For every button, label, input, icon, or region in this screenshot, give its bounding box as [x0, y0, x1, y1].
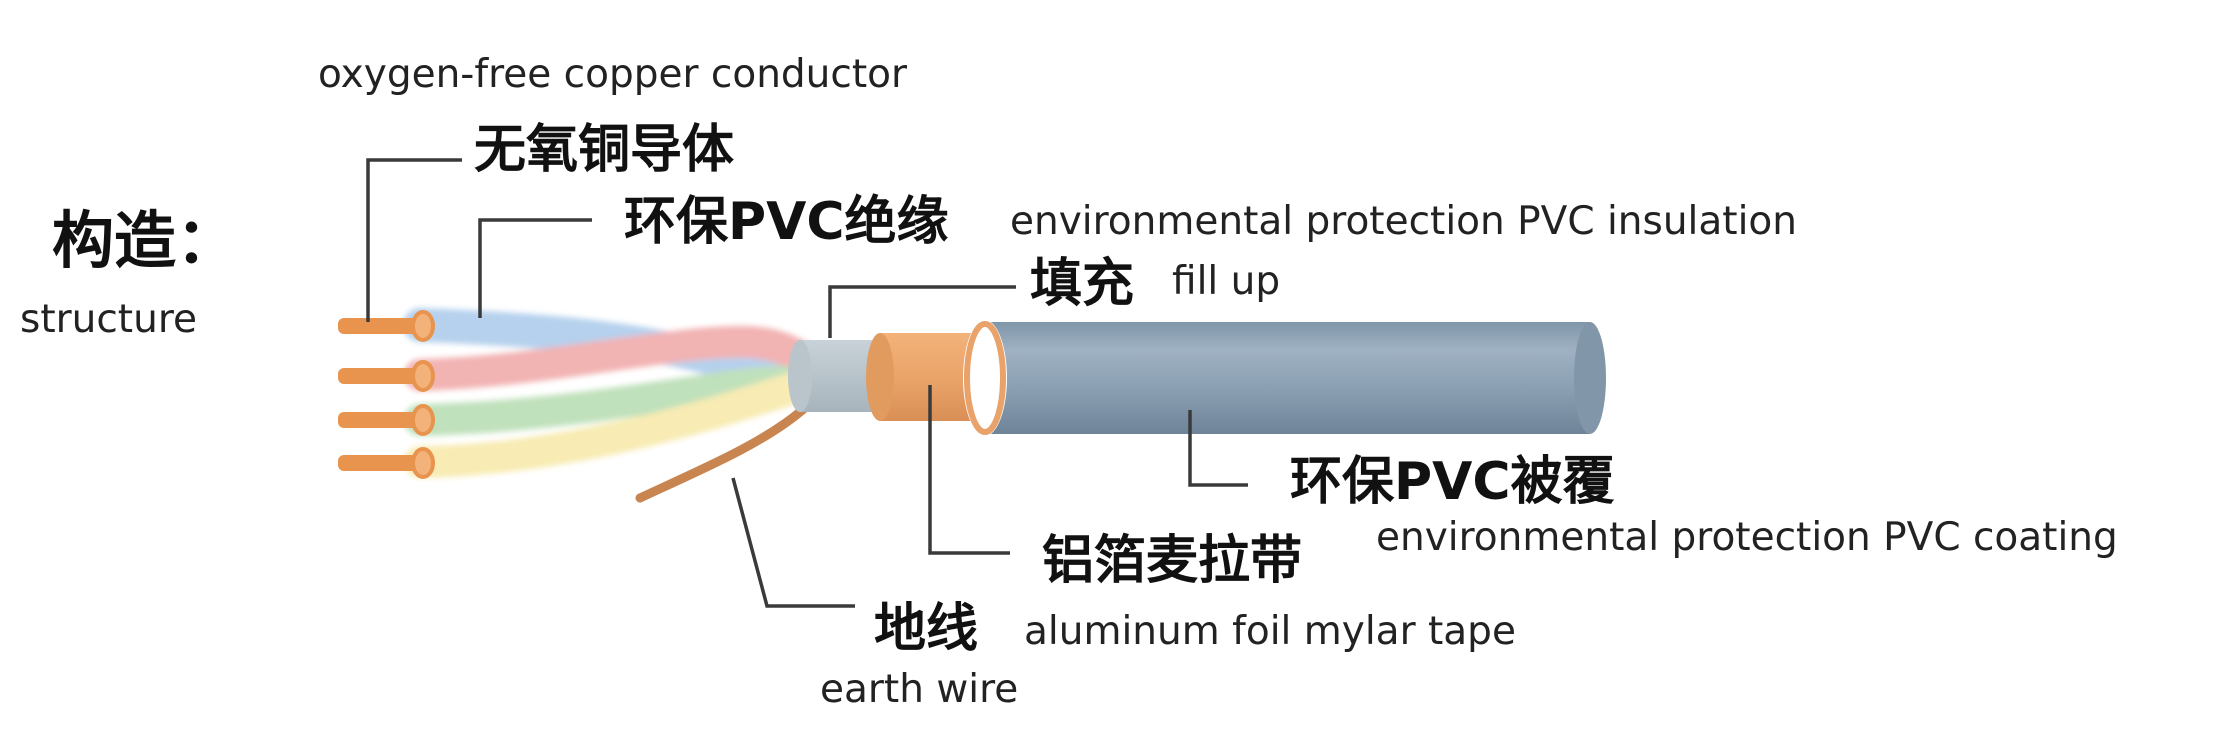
fill-label-en: fill up [1172, 259, 1281, 304]
leader-insulation [478, 218, 592, 318]
conductor-label-en: oxygen-free copper conductor [318, 52, 908, 97]
wire-red [404, 325, 836, 391]
leader-earth [731, 477, 855, 608]
leader-lines [366, 158, 1248, 608]
structure-title-zh: 构造： [52, 204, 239, 277]
copper-conductors [338, 310, 435, 479]
earth-label-en: earth wire [820, 667, 1019, 712]
insulation-label-en: environmental protection PVC insulation [1010, 199, 1797, 244]
foil-label-en: aluminum foil mylar tape [1024, 609, 1516, 654]
foil-label-zh: 铝箔麦拉带 [1042, 531, 1303, 591]
fill-label-zh: 填充 [1030, 254, 1135, 314]
leader-conductor [366, 158, 462, 322]
outer-jacket [963, 320, 1606, 436]
structure-title-en: structure [20, 297, 197, 342]
leader-fill [828, 285, 1016, 338]
insulation-label-zh: 环保PVC绝缘 [624, 192, 949, 252]
insulated-wires [403, 308, 847, 478]
leader-foil [928, 385, 1010, 555]
coating-label-en: environmental protection PVC coating [1376, 515, 2118, 560]
conductor-label-zh: 无氧铜导体 [474, 120, 735, 180]
earth-label-zh: 地线 [874, 599, 979, 659]
coating-label-zh: 环保PVC被覆 [1290, 452, 1615, 512]
leader-coating [1188, 410, 1248, 487]
foil-layer [866, 333, 980, 421]
